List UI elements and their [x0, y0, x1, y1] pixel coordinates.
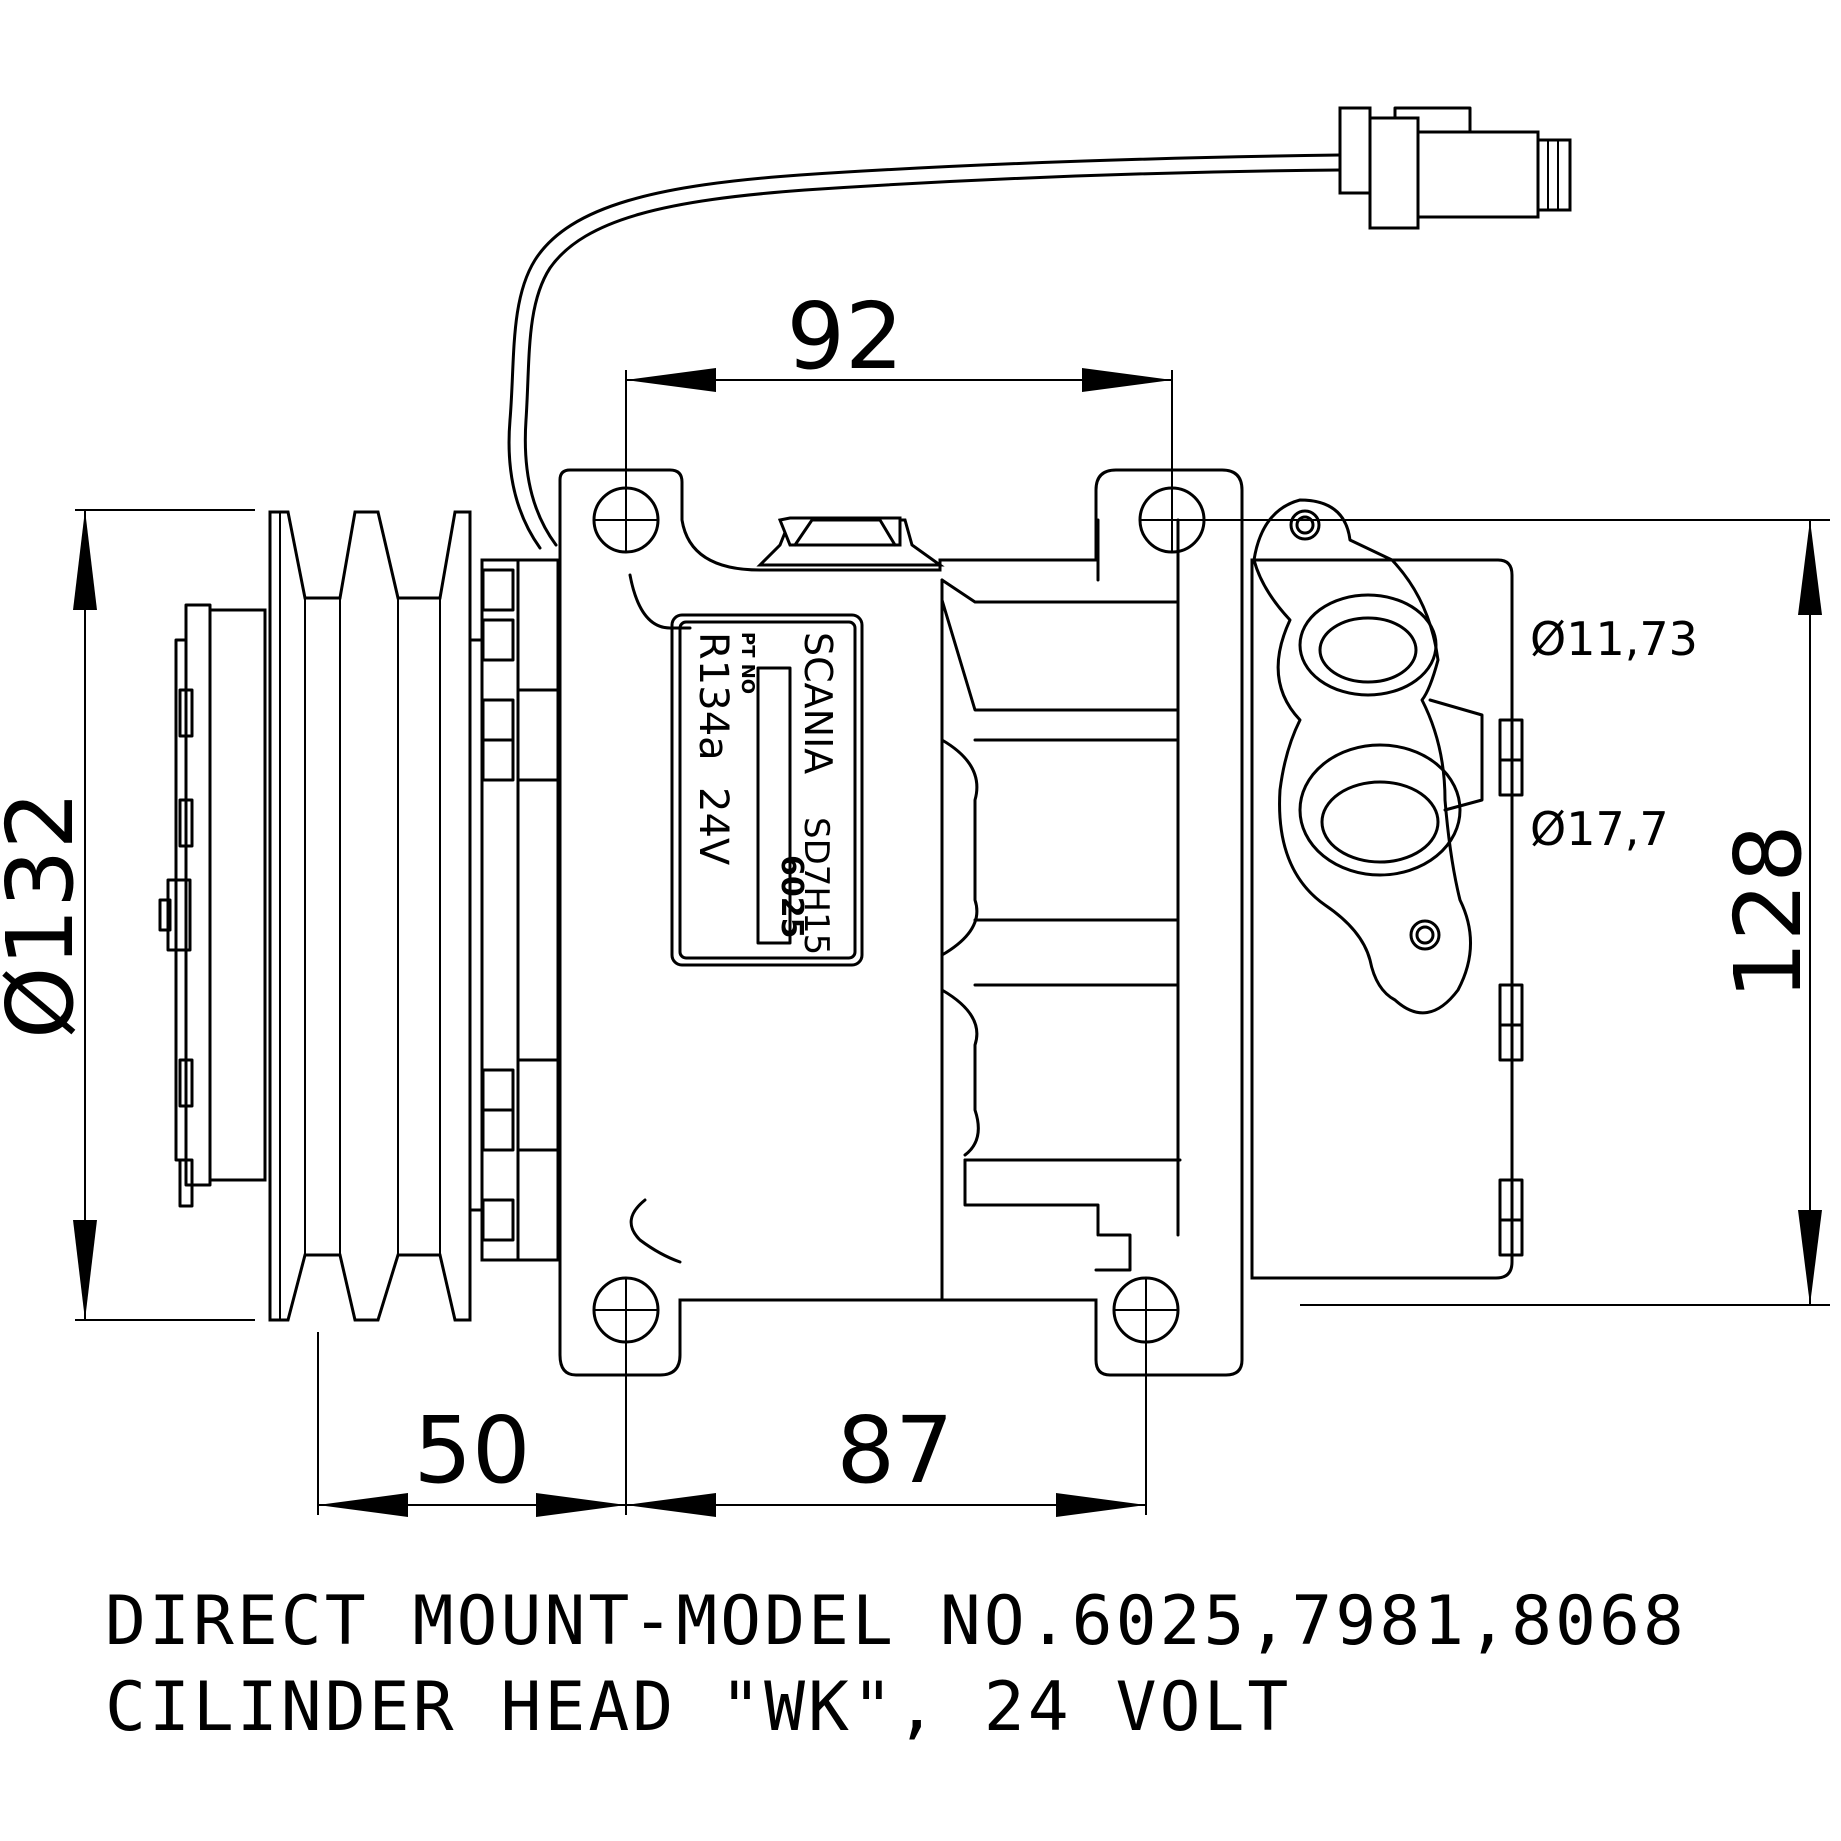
dim-87-label: 87 — [836, 1397, 953, 1504]
dim-50-label: 50 — [413, 1397, 530, 1504]
compressor-body — [558, 468, 1244, 1377]
nameplate: SCANIA SD7H15 PT NO 6025 R134a 24V — [670, 613, 864, 967]
electrical-connector — [1338, 106, 1572, 230]
dimension-left-diameter: Ø132 — [0, 509, 255, 1321]
nameplate-pt-label: PT NO — [737, 632, 758, 694]
dimension-right-height: 128 — [1205, 519, 1830, 1306]
caption-line-2: CILINDER HEAD "WK", 24 VOLT — [105, 1668, 1292, 1747]
dim-128-label: 128 — [1715, 824, 1822, 1000]
dimension-top-width: 92 — [625, 283, 1173, 520]
nameplate-voltage: 24V — [690, 787, 736, 866]
dim-port-large-label: Ø17,7 — [1530, 802, 1669, 856]
pulley — [158, 510, 484, 1322]
nameplate-model: SD7H15 — [796, 817, 836, 955]
dim-port-small-label: Ø11,73 — [1530, 612, 1698, 666]
nameplate-refrigerant: R134a — [690, 632, 736, 761]
dimension-bottom: 50 87 — [317, 1332, 1147, 1517]
cylinder-head — [1250, 498, 1524, 1280]
nameplate-brand: SCANIA — [796, 632, 840, 774]
nameplate-pt-number: 6025 — [774, 855, 809, 939]
dim-132-label: Ø132 — [0, 791, 94, 1039]
caption-line-1: DIRECT MOUNT-MODEL NO.6025,7981,8068 — [105, 1582, 1687, 1661]
dim-92-label: 92 — [786, 283, 903, 390]
sensor-cable — [507, 153, 1342, 550]
